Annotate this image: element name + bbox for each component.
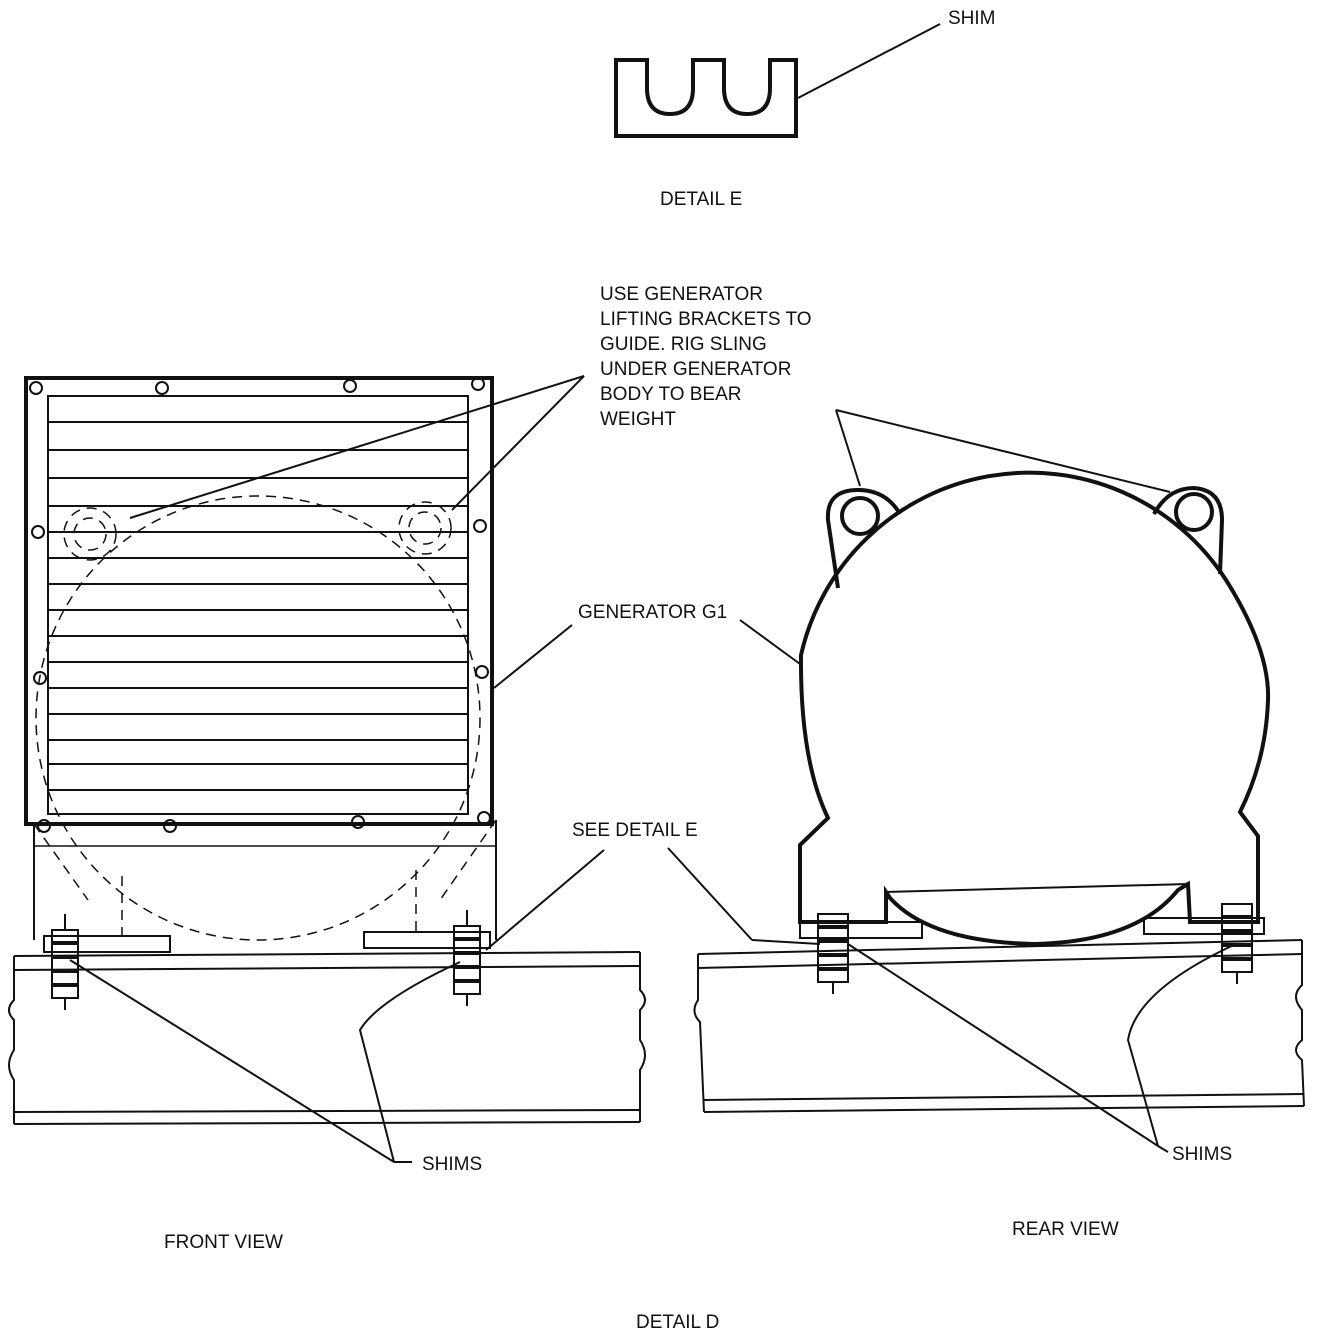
front-bolt-left: [51, 914, 79, 1010]
bracket-note-line-4: UNDER GENERATOR: [600, 359, 791, 380]
bracket-note-line-2: LIFTING BRACKETS TO: [600, 309, 812, 330]
rear-view-caption: REAR VIEW: [1012, 1219, 1119, 1240]
detail-d-caption: DETAIL D: [636, 1312, 719, 1333]
detail-e-caption: DETAIL E: [660, 189, 742, 210]
bracket-note-line-5: BODY TO BEAR: [600, 384, 742, 405]
shims-front-label: SHIMS: [422, 1154, 482, 1175]
bracket-note-line-1: USE GENERATOR: [600, 284, 763, 305]
rear-bolt-right: [1221, 903, 1253, 984]
generator-label: GENERATOR G1: [578, 602, 727, 623]
shim-label: SHIM: [948, 8, 996, 29]
leader-lines: [69, 375, 1237, 1163]
detail-e-shim-drawing: [614, 23, 941, 138]
rear-view-drawing: [693, 470, 1305, 1113]
front-view-caption: FRONT VIEW: [164, 1232, 283, 1253]
front-bolt-right: [453, 910, 481, 1006]
bracket-note-line-3: GUIDE. RIG SLING: [600, 334, 767, 355]
front-view-drawing: [8, 376, 646, 1125]
see-detail-e-label: SEE DETAIL E: [572, 820, 698, 841]
rear-bolt-left: [817, 913, 849, 994]
front-louvers: [48, 421, 468, 791]
bracket-note-line-6: WEIGHT: [600, 409, 676, 430]
shims-rear-label: SHIMS: [1172, 1144, 1232, 1165]
